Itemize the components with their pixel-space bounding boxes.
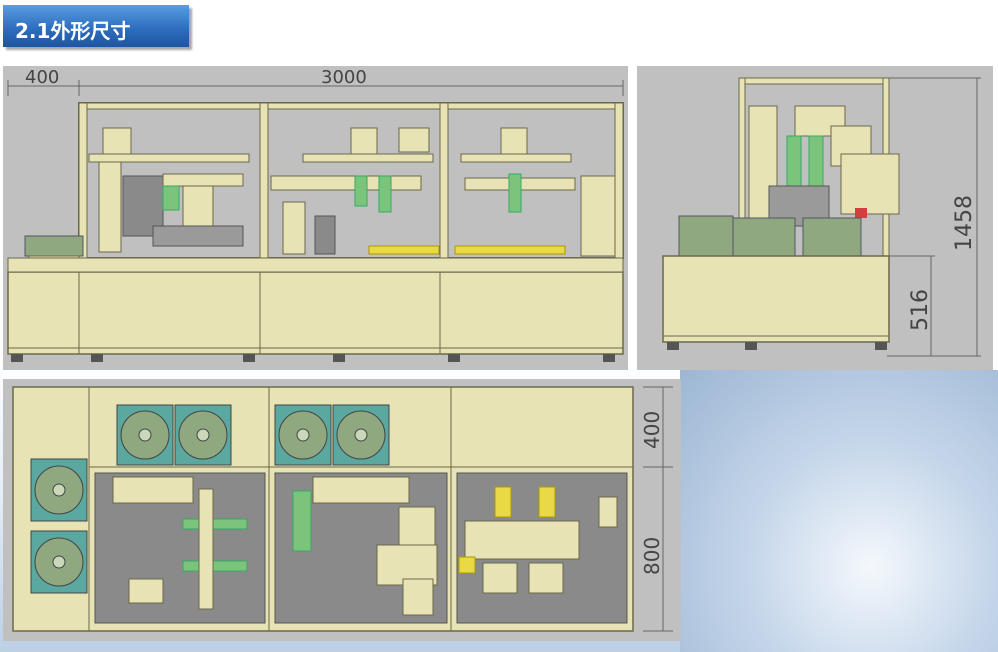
front-view-drawing: 400 3000 — [3, 66, 628, 370]
front-dim-400: 400 — [25, 67, 59, 88]
side-dim-1458: 1458 — [952, 195, 977, 251]
page-title: 2.1外形尺寸 — [15, 19, 131, 43]
side-dim-516: 516 — [908, 289, 933, 331]
top-dim-400: 400 — [640, 411, 664, 449]
top-dim-800: 800 — [640, 537, 664, 575]
title-bar: 2.1外形尺寸 — [3, 5, 189, 47]
background-sky — [680, 370, 998, 652]
top-view-drawing: 400 800 — [3, 379, 681, 641]
front-dim-3000: 3000 — [321, 67, 367, 88]
side-view-drawing: 1458 516 — [637, 66, 993, 370]
